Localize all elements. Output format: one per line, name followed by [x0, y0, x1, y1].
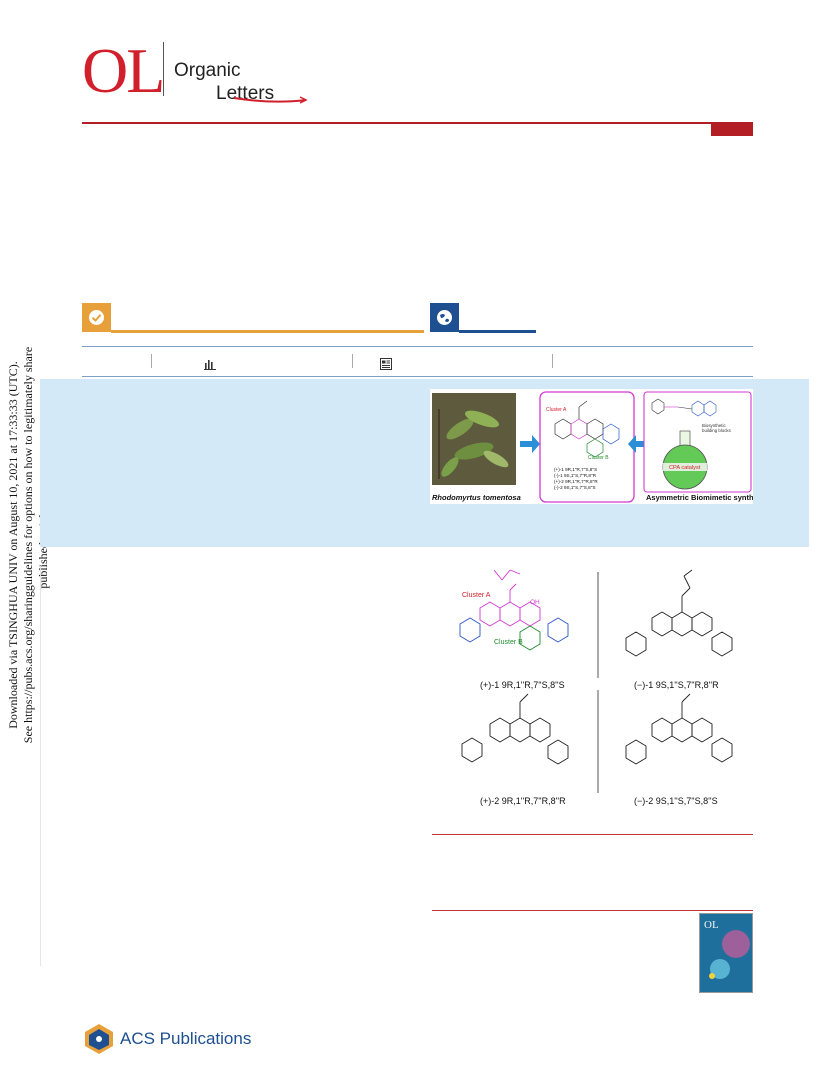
journal-name-line1: Organic: [174, 60, 241, 81]
section-rule: [432, 834, 753, 835]
open-access-bar: [430, 303, 536, 333]
isomer-3: (+)-2 9R,1''R,7''R,8''R: [554, 479, 598, 484]
acs-hexagon-icon: [85, 1024, 113, 1054]
graphical-abstract[interactable]: Rhodomyrtus tomentosa Cluster A Cluster …: [430, 389, 768, 504]
structure-plus-1: Cluster A Cluster B: [459, 569, 569, 651]
arrow-left-icon: [628, 435, 648, 453]
cluster-b-label: Cluster B: [494, 639, 523, 646]
access-underline: [111, 330, 424, 333]
caption-minus-1: (−)-1 9S,1''S,7''R,8''R: [634, 680, 719, 690]
header-rule: [82, 122, 753, 124]
access-bar: [82, 303, 424, 333]
logo-swoosh-icon: [233, 96, 308, 104]
journal-cover-thumbnail[interactable]: OL: [699, 913, 753, 993]
metrics-top-rule: [82, 346, 753, 347]
logo-divider: [163, 42, 164, 96]
structure-plus-2: [461, 693, 569, 765]
caption-plus-2: (+)-2 9R,1''R,7''R,8''R: [480, 796, 566, 806]
cluster-a-label: Cluster A: [462, 592, 491, 599]
journal-logo-mark: OL: [82, 35, 165, 106]
svg-text:OL: OL: [704, 919, 719, 931]
cluster-a-label: Cluster A: [546, 407, 567, 413]
metrics-divider: [151, 354, 152, 368]
publisher-name: ACS Publications: [120, 1029, 252, 1048]
metrics-divider: [552, 354, 553, 368]
left-column-rule: [40, 566, 41, 966]
document-icon[interactable]: [380, 358, 392, 370]
arrow-right-icon: [520, 435, 540, 453]
bar-chart-icon[interactable]: [204, 358, 216, 370]
structure-minus-1: [625, 569, 733, 657]
download-notice: Downloaded via TSINGHUA UNIV on August 1…: [6, 330, 50, 760]
journal-logo[interactable]: OL Organic Letters: [82, 38, 322, 104]
checkmark-icon[interactable]: [82, 303, 111, 332]
open-access-underline: [459, 330, 536, 333]
journal-name-line2: Letters: [216, 83, 275, 104]
catalyst-label: CPA catalyst: [669, 465, 701, 471]
building-blocks-line1: Biosynthetic: [702, 423, 726, 428]
caption-minus-2: (−)-2 9S,1''S,7''S,8''S: [634, 796, 718, 806]
globe-icon[interactable]: [430, 303, 459, 332]
structures-figure[interactable]: Cluster A Cluster B: [430, 566, 753, 811]
isomer-4: (-)-2 9S,1''S,7''S,8''S: [554, 485, 596, 490]
synthesis-label: Asymmetric Biomimetic synthesis: [646, 493, 753, 502]
metrics-bottom-rule: [82, 376, 753, 377]
building-blocks-line2: building blocks: [702, 428, 732, 433]
caption-plus-1: (+)-1 9R,1''R,7''S,8''S: [480, 680, 565, 690]
metrics-divider: [352, 354, 353, 368]
cluster-b-label: Cluster B: [588, 455, 609, 461]
svg-text:OH: OH: [530, 599, 540, 606]
isomer-1: (+)-1 9R,1''R,7''S,8''S: [554, 467, 597, 472]
structure-minus-2: [625, 693, 733, 765]
download-notice-line1: Downloaded via TSINGHUA UNIV on August 1…: [6, 361, 20, 729]
section-rule: [432, 910, 753, 911]
acs-publications-logo[interactable]: ACS Publications: [82, 1023, 251, 1055]
article-type-tag: [711, 123, 753, 136]
isomer-2: (-)-1 9S,1''S,7''R,8''R: [554, 473, 597, 478]
plant-label: Rhodomyrtus tomentosa: [432, 493, 521, 502]
